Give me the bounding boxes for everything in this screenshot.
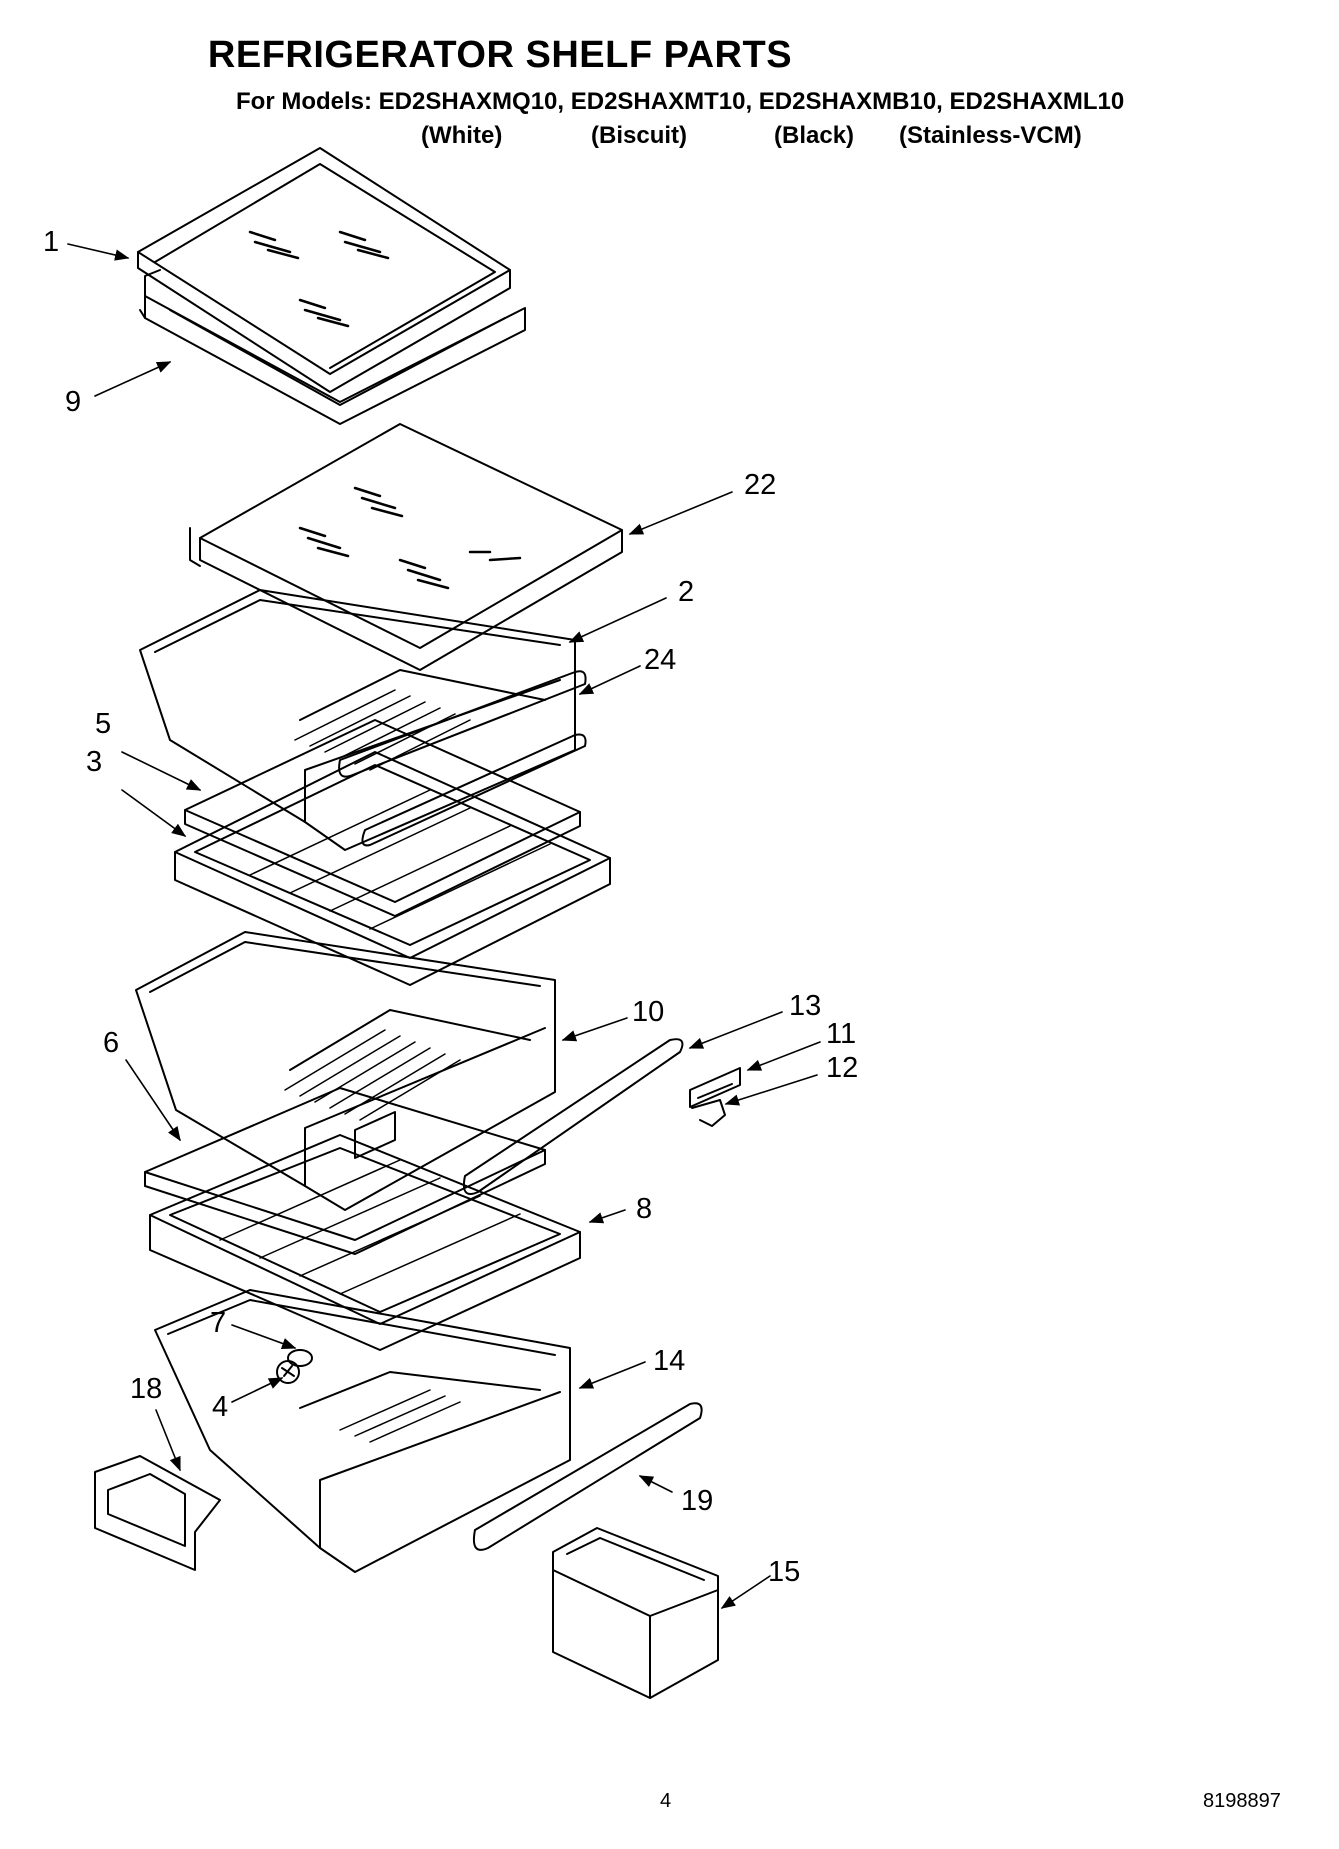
variant-stainless: (Stainless-VCM) [899, 122, 1082, 149]
callout-9: 9 [65, 386, 81, 418]
part-8-crisper-frame [149, 1134, 581, 1351]
part-13-trim [462, 1038, 684, 1195]
callout-13: 13 [789, 990, 821, 1022]
part-19-trim [472, 1402, 703, 1551]
part-9-cover-frame [139, 269, 526, 425]
part-6-crisper-glass [144, 1087, 546, 1255]
callout-1: 1 [43, 226, 59, 258]
part-22-glass-shelf [189, 423, 623, 671]
part-2-crisper-drawer [139, 589, 576, 851]
part-14-deli-drawer [154, 1289, 571, 1573]
callout-15: 15 [768, 1556, 800, 1588]
part-1-crisper-cover [137, 147, 511, 393]
callout-2: 2 [678, 576, 694, 608]
variant-white: (White) [421, 122, 503, 149]
callout-18: 18 [130, 1373, 162, 1405]
callout-14: 14 [653, 1345, 685, 1377]
callout-5: 5 [95, 708, 111, 740]
page-number: 4 [660, 1790, 672, 1812]
part-15-bin [552, 1527, 719, 1699]
part-7-4-damper [276, 1349, 313, 1384]
part-3-crisper-frame [174, 751, 611, 986]
callout-19: 19 [681, 1485, 713, 1517]
part-5-crisper-glass [184, 719, 581, 917]
variant-biscuit: (Biscuit) [591, 122, 687, 149]
part-11-12-brackets [689, 1067, 741, 1127]
page-title: REFRIGERATOR SHELF PARTS [207, 34, 793, 76]
callout-10: 10 [632, 996, 664, 1028]
callout-24: 24 [644, 644, 676, 676]
callout-8: 8 [636, 1193, 652, 1225]
callout-7: 7 [210, 1307, 226, 1339]
callout-22: 22 [744, 469, 776, 501]
document-number: 8198897 [1203, 1790, 1281, 1812]
part-10-crisper-drawer [135, 931, 556, 1211]
callout-6: 6 [103, 1027, 119, 1059]
variant-black: (Black) [774, 122, 855, 149]
callout-4: 4 [212, 1391, 228, 1423]
callout-11: 11 [826, 1018, 856, 1050]
callout-3: 3 [86, 746, 102, 778]
part-18-label [94, 1455, 221, 1571]
models-line: For Models: ED2SHAXMQ10, ED2SHAXMT10, ED… [236, 88, 1125, 115]
callout-12: 12 [826, 1052, 858, 1084]
callout-leaders [67, 243, 821, 1609]
